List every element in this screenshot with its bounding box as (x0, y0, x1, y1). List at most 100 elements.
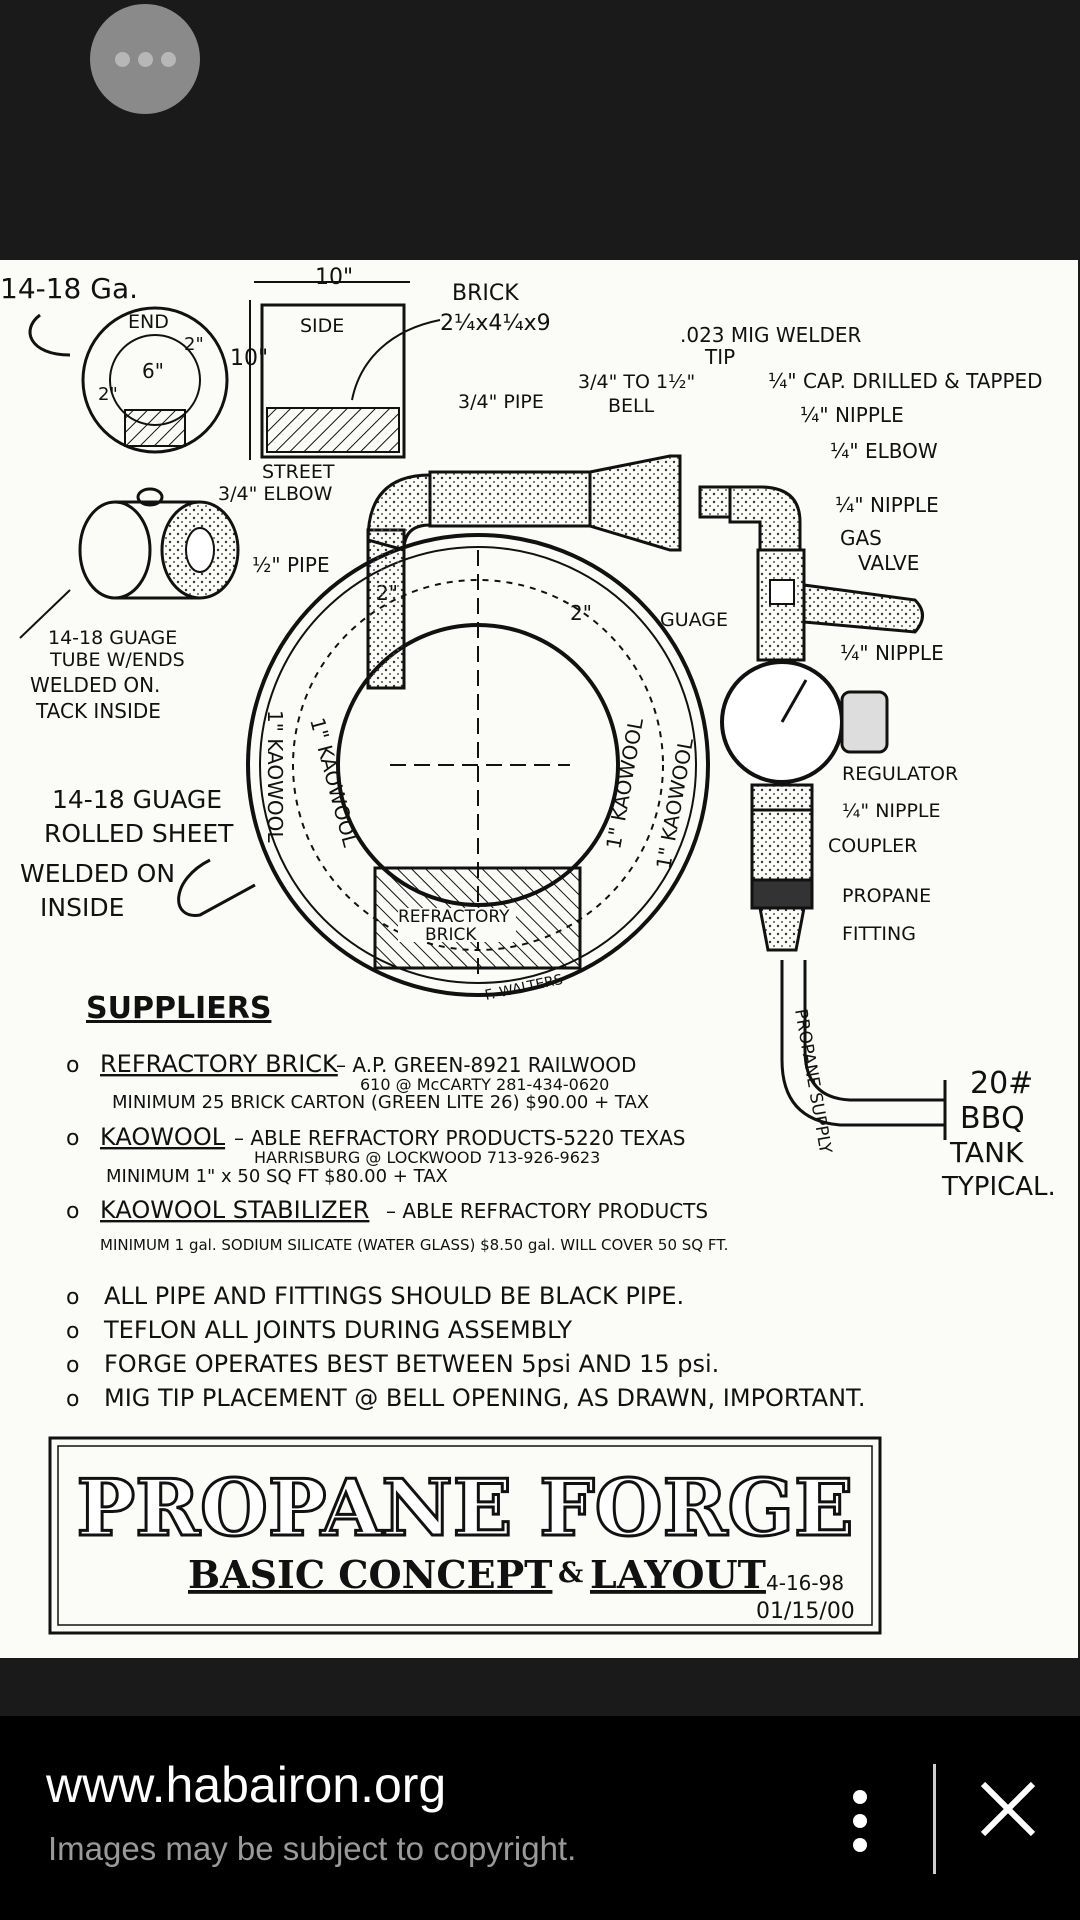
tube-4: TACK INSIDE (35, 699, 161, 723)
refrac-2: BRICK (425, 925, 477, 945)
sub-amp: & (558, 1556, 583, 1589)
rolled-1: 14-18 GUAGE (52, 785, 222, 814)
coupler (750, 808, 814, 882)
source-url-link[interactable]: www.habairon.org (46, 1757, 447, 1813)
copyright-notice: Images may be subject to copyright. (48, 1830, 577, 1867)
s3-line2: MINIMUM 1 gal. SODIUM SILICATE (WATER GL… (100, 1236, 728, 1254)
rolled-2: ROLLED SHEET (44, 819, 234, 848)
dot (853, 1790, 867, 1804)
s2-line2: HARRISBURG @ LOCKWOOD 713-926-9623 (254, 1148, 600, 1167)
nipple-1: ¼" NIPPLE (800, 403, 904, 427)
overflow-menu-icon[interactable] (90, 4, 200, 114)
close-icon[interactable] (975, 1776, 1041, 1842)
forge-shell-inner (259, 546, 697, 984)
dim-2a: 2" (184, 334, 204, 355)
valve-stem (769, 579, 795, 605)
tube-1: 14-18 GUAGE (48, 627, 177, 649)
note-3: FORGE OPERATES BEST BETWEEN 5psi AND 15 … (104, 1350, 719, 1378)
street-2: 3/4" ELBOW (218, 483, 333, 505)
elbow-14-label: ¼" ELBOW (830, 439, 938, 463)
refrac-1: REFRACTORY (398, 907, 510, 927)
side-brick (266, 407, 400, 453)
s2-line3: MINIMUM 1" x 50 SQ FT $80.00 + TAX (106, 1166, 448, 1187)
tube-hole (185, 527, 215, 573)
bell-1: 3/4" TO 1½" (578, 371, 695, 393)
bullet: o (66, 1199, 79, 1224)
supply-hose (780, 960, 945, 1127)
dim-10-top: 10" (315, 265, 353, 290)
sub-left: BASIC CONCEPT (188, 1552, 552, 1597)
signature: F. WALTERS (484, 972, 565, 1004)
half-pipe (366, 528, 406, 690)
kaowool-2: 1" KAOWOOL (305, 715, 363, 850)
tube-fitting (136, 487, 164, 507)
bullet: o (66, 1285, 79, 1310)
gauge-needle (780, 679, 808, 723)
bullet: o (66, 1353, 79, 1378)
cap (698, 485, 732, 519)
dot (137, 51, 153, 67)
valve-handle (802, 583, 924, 634)
date-1: 4-16-98 (766, 1571, 844, 1595)
nipple-4: ¼" NIPPLE (842, 800, 941, 822)
bullet: o (66, 1053, 79, 1078)
dot (114, 51, 130, 67)
note-4: MIG TIP PLACEMENT @ BELL OPENING, AS DRA… (104, 1384, 865, 1412)
date-2: 01/15/00 (756, 1599, 855, 1624)
propane-fit-2: FITTING (842, 923, 916, 945)
mig-1: .023 MIG WELDER (680, 323, 861, 347)
supply-hose (803, 960, 945, 1102)
title: PROPANE FORGE (76, 1463, 853, 1554)
brick-size: 2¼x4¼x9 (440, 311, 551, 336)
bullet: o (66, 1126, 79, 1151)
mig-2: TIP (704, 345, 735, 369)
dim-2d: 2" (570, 601, 592, 625)
rolled-arrow (177, 858, 256, 917)
s1-name: REFRACTORY BRICK (100, 1050, 339, 1078)
hex-fitting (750, 878, 814, 910)
s1-line1: – A.P. GREEN-8921 RAILWOOD (336, 1053, 636, 1077)
dot (853, 1814, 867, 1828)
forge-shell (246, 533, 710, 997)
divider (933, 1764, 936, 1874)
bell (588, 454, 682, 552)
gap (0, 1658, 1080, 1716)
s1-line3: MINIMUM 25 BRICK CARTON (GREEN LITE 26) … (112, 1092, 649, 1113)
s1-line2: 610 @ McCARTY 281-434-0620 (360, 1075, 609, 1094)
more-vert-icon[interactable] (840, 1776, 880, 1866)
tank-1: 20# (970, 1066, 1033, 1101)
rolled-3: WELDED ON (20, 859, 175, 888)
forge-diagram: 14-18 Ga. END 6" 2" 2" SIDE 10" 10" BRIC… (0, 265, 1056, 1635)
side-box (260, 303, 406, 459)
leader (351, 319, 441, 401)
sub-right: LAYOUT (590, 1552, 766, 1597)
coupler-label: COUPLER (828, 835, 917, 857)
nipple-2: ¼" NIPPLE (835, 493, 939, 517)
elbow-14 (728, 485, 802, 552)
dot (160, 51, 176, 67)
leader (19, 589, 71, 639)
title-frame (48, 1436, 882, 1635)
diagram-image[interactable]: 14-18 Ga. END 6" 2" 2" SIDE 10" 10" BRIC… (0, 260, 1078, 1658)
s3-name: KAOWOOL STABILIZER (100, 1196, 369, 1224)
title-frame-inner (57, 1445, 873, 1626)
dim-2b: 2" (98, 384, 118, 405)
end-arrow (28, 313, 71, 357)
pipe-34-label: 3/4" PIPE (458, 391, 544, 413)
end-brick (124, 409, 186, 447)
gas-2: VALVE (858, 551, 919, 575)
dim-6: 6" (142, 359, 164, 383)
s2-name: KAOWOOL (100, 1123, 226, 1151)
guage-label: GUAGE (660, 609, 728, 631)
side-label: SIDE (300, 315, 344, 337)
end-outer (81, 306, 229, 454)
half-pipe-label: ½" PIPE (252, 553, 330, 577)
s2-line1: – ABLE REFRACTORY PRODUCTS-5220 TEXAS (234, 1126, 685, 1150)
close-glyph (980, 1781, 1036, 1837)
note-2: TEFLON ALL JOINTS DURING ASSEMBLY (103, 1316, 572, 1344)
bell-2: BELL (608, 395, 655, 417)
street-elbow (366, 473, 432, 552)
propane-fitting (758, 906, 806, 952)
propane-fit-1: PROPANE (842, 885, 931, 907)
regulator-knob (840, 690, 889, 754)
